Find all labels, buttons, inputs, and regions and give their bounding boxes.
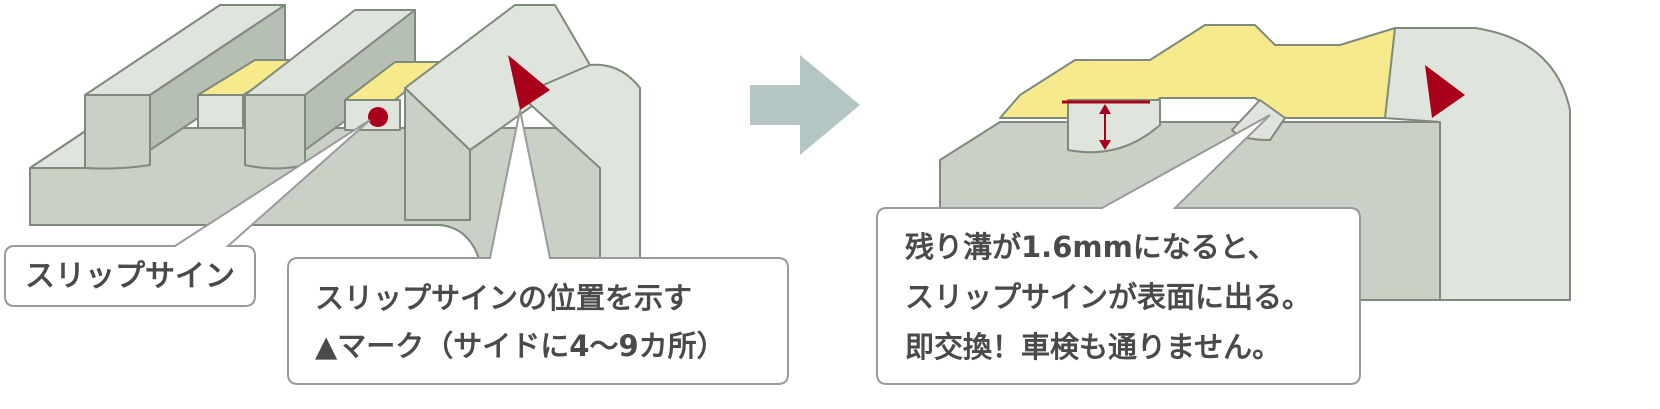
callout-marker: スリップサインの位置を示す ▲マーク（サイドに4〜9カ所） — [287, 109, 789, 385]
triangle-marker-icon — [508, 55, 550, 110]
worn-groove-1 — [1067, 99, 1161, 154]
worn-text-line-1: 残り溝が1.6mmになると、 — [905, 230, 1277, 264]
worn-text-line-3: 即交換！車検も通りません。 — [905, 330, 1281, 364]
callout-slip-sign: スリップサイン — [4, 119, 371, 307]
arrow-right-icon — [750, 55, 860, 155]
worn-text-line-2: スリップサインが表面に出る。 — [905, 280, 1311, 314]
marker-text-line-2: ▲マーク（サイドに4〜9カ所） — [315, 329, 726, 363]
callout-worn: 残り溝が1.6mmになると、 スリップサインが表面に出る。 即交換！車検も通りま… — [876, 114, 1361, 385]
double-arrow-icon — [1062, 100, 1150, 150]
tread-rib-3-front — [404, 87, 471, 221]
tread-rib-2-front — [244, 94, 306, 170]
tread-rib-1-front — [84, 94, 151, 170]
slip-sign-groove-1-front — [197, 94, 244, 129]
triangle-marker-icon — [1425, 65, 1465, 118]
slip-sign-label: スリップサイン — [25, 259, 235, 294]
tread-shoulder — [519, 63, 641, 263]
marker-text-line-1: スリップサインの位置を示す — [315, 281, 692, 315]
circle-dot-icon — [368, 107, 388, 127]
new-tire-tread — [29, 4, 641, 263]
